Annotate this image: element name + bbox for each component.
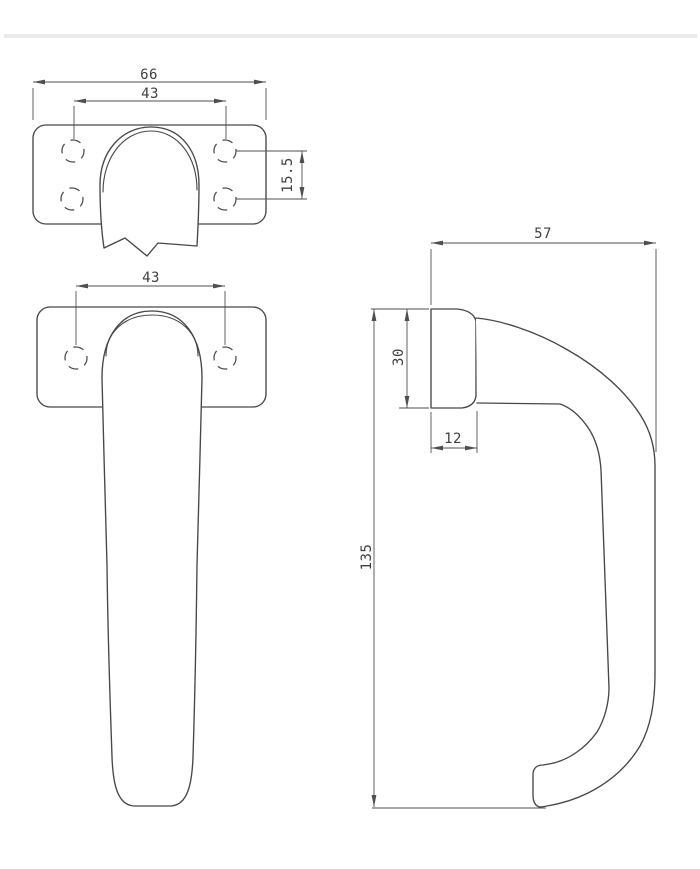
top-view: 66 43 15.5 [32,67,307,257]
front-view-handle-lever [101,310,203,807]
side-view: 57 30 12 135 [359,226,657,809]
dim-label-overall-height: 135 [359,544,375,571]
front-view-handle-inner-arc [105,314,199,357]
front-view: 43 [36,270,267,807]
screw-hole-right [213,346,237,370]
dim-front-hole-spacing-horizontal: 43 [75,270,226,345]
dim-side-neck-height: 30 [371,308,429,409]
dim-top-hole-spacing-vertical: 15.5 [236,150,307,200]
dim-side-overall-depth: 57 [430,226,657,452]
screw-hole-bottom-right [213,187,237,211]
dim-label-overall-depth: 57 [534,226,552,242]
dim-label-hole-spacing-horizontal: 43 [142,270,160,286]
screw-hole-top-left [61,139,85,163]
top-view-handle-neck [99,126,200,257]
dim-label-overall-width: 66 [140,67,158,83]
screw-hole-left [64,346,88,370]
dim-top-hole-spacing-horizontal: 43 [73,86,227,139]
side-view-neck [430,308,477,409]
screw-hole-top-right [213,139,237,163]
dim-label-hole-spacing-horizontal: 43 [141,86,159,102]
screw-hole-bottom-left [60,187,84,211]
side-view-handle-profile [475,317,656,808]
scan-artifact-strip [4,34,697,38]
dim-top-overall-width: 66 [32,67,267,120]
dim-side-overall-height: 135 [359,309,546,809]
dim-label-neck-depth: 12 [444,431,462,447]
top-view-handle-inner-arc [102,130,198,193]
dim-side-neck-depth: 12 [430,411,478,453]
dim-label-hole-spacing-vertical: 15.5 [280,157,296,193]
dim-label-neck-height: 30 [391,348,407,366]
